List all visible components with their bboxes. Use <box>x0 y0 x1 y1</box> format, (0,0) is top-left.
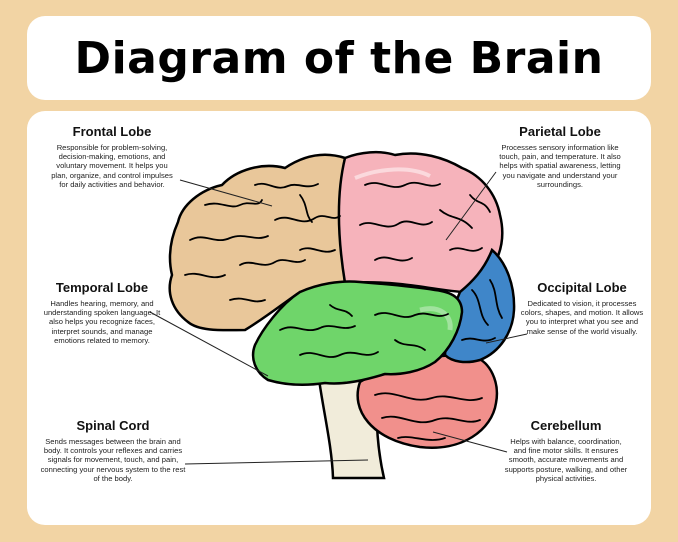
highlight-shape <box>354 167 431 180</box>
highlight-shape <box>419 306 453 331</box>
parietal-lobe-heading: Parietal Lobe <box>519 124 601 139</box>
parietal-lobe-label: Parietal Lobe Processes sensory informat… <box>496 124 624 189</box>
cerebellum-pointer-line <box>432 431 508 453</box>
temporal-lobe-shape <box>251 280 464 386</box>
cerebellum-description: Helps with balance, coordination, and fi… <box>504 437 628 483</box>
cerebellum-heading: Cerebellum <box>530 418 602 433</box>
title-card: Diagram of the Brain <box>27 16 651 100</box>
frontal-lobe-description: Responsible for problem-solving, decisio… <box>51 143 173 189</box>
temporal-lobe-label: Temporal Lobe Handles hearing, memory, a… <box>38 280 166 345</box>
temporal-pointer-line <box>149 311 269 377</box>
pointer-lines <box>149 171 528 465</box>
spinal-cord-description: Sends messages between the brain and bod… <box>40 437 186 483</box>
frontal-lobe-heading: Frontal Lobe <box>72 124 152 139</box>
frontal-lobe-label: Frontal Lobe Responsible for problem-sol… <box>49 124 175 189</box>
spinal-pointer-line <box>184 459 369 465</box>
frontal-pointer-line <box>179 179 273 207</box>
temporal-lobe-description: Handles hearing, memory, and understandi… <box>43 299 161 345</box>
brain-folds <box>184 181 503 441</box>
parietal-pointer-line <box>445 171 497 241</box>
spinal-cord-label: Spinal Cord Sends messages between the b… <box>40 418 186 483</box>
cerebellum-label: Cerebellum Helps with balance, coordinat… <box>503 418 629 483</box>
parietal-lobe-description: Processes sensory information like touch… <box>499 143 621 189</box>
occipital-lobe-heading: Occipital Lobe <box>537 280 627 295</box>
spinal-cord-heading: Spinal Cord <box>76 418 150 433</box>
occipital-pointer-line <box>485 333 528 344</box>
page-title: Diagram of the Brain <box>74 32 604 84</box>
occipital-lobe-label: Occipital Lobe Dedicated to vision, it p… <box>517 280 647 336</box>
temporal-lobe-heading: Temporal Lobe <box>55 280 149 295</box>
occipital-lobe-description: Dedicated to vision, it processes colors… <box>520 299 644 336</box>
